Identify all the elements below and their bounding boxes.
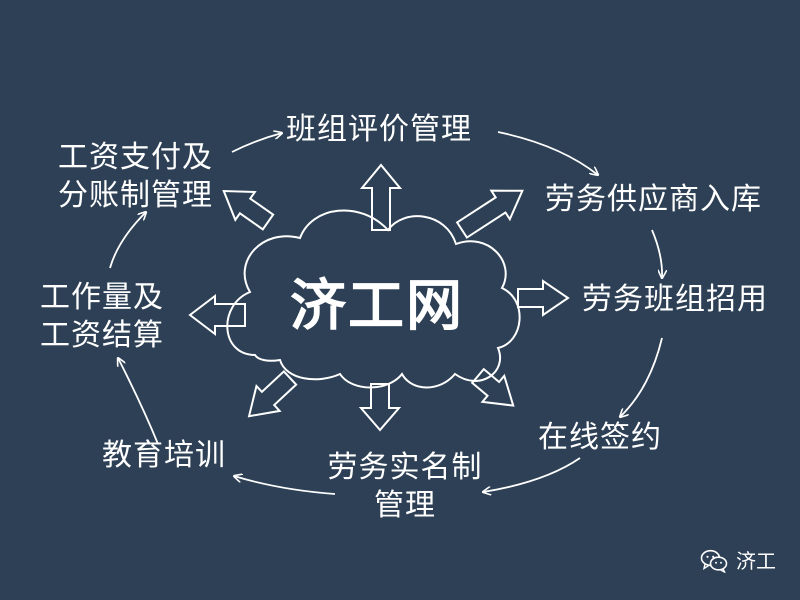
cycle-arrow-5 <box>483 457 581 492</box>
block-arrow-down <box>358 383 402 432</box>
cycle-arrow-6 <box>234 476 336 495</box>
node-wage-payment: 工资支付及 分账制管理 <box>58 139 213 215</box>
node-workload-line1: 工作量及 <box>40 280 164 315</box>
node-workload-line2: 工资结算 <box>40 318 164 353</box>
node-labor-supplier: 劳务供应商入库 <box>545 182 762 217</box>
cycle-arrow-1 <box>231 133 282 153</box>
node-online-signing: 在线签约 <box>538 420 662 455</box>
cycle-arrow-8 <box>109 212 146 269</box>
node-team-recruitment: 劳务班组招用 <box>582 282 768 317</box>
wechat-icon <box>700 549 728 573</box>
block-arrow-right <box>517 279 570 317</box>
watermark: 济工 <box>700 549 776 573</box>
block-arrow-down-left <box>247 370 298 418</box>
node-realname-management: 劳务实名制 管理 <box>305 449 505 525</box>
node-team-evaluation: 班组评价管理 <box>286 112 472 147</box>
node-wage-line2: 分账制管理 <box>58 178 213 213</box>
block-arrow-up <box>359 163 403 231</box>
block-arrow-up-right <box>455 189 524 239</box>
block-arrow-down-right <box>470 367 515 407</box>
node-wage-line1: 工资支付及 <box>58 140 213 175</box>
center-title: 济工网 <box>290 274 464 339</box>
cloud-shape <box>226 209 521 389</box>
cycle-arrow-3 <box>651 229 662 278</box>
node-realname-line2: 管理 <box>374 488 436 523</box>
cycle-arrow-7 <box>118 358 159 445</box>
block-arrow-left <box>188 293 246 337</box>
watermark-label: 济工 <box>736 549 776 573</box>
cycle-arrow-2 <box>497 131 598 175</box>
cycle-arrow-4 <box>620 337 663 417</box>
block-arrow-up-left <box>222 189 275 231</box>
node-education-training: 教育培训 <box>102 438 226 473</box>
node-realname-line1: 劳务实名制 <box>327 450 483 485</box>
node-workload-settlement: 工作量及 工资结算 <box>40 279 164 355</box>
